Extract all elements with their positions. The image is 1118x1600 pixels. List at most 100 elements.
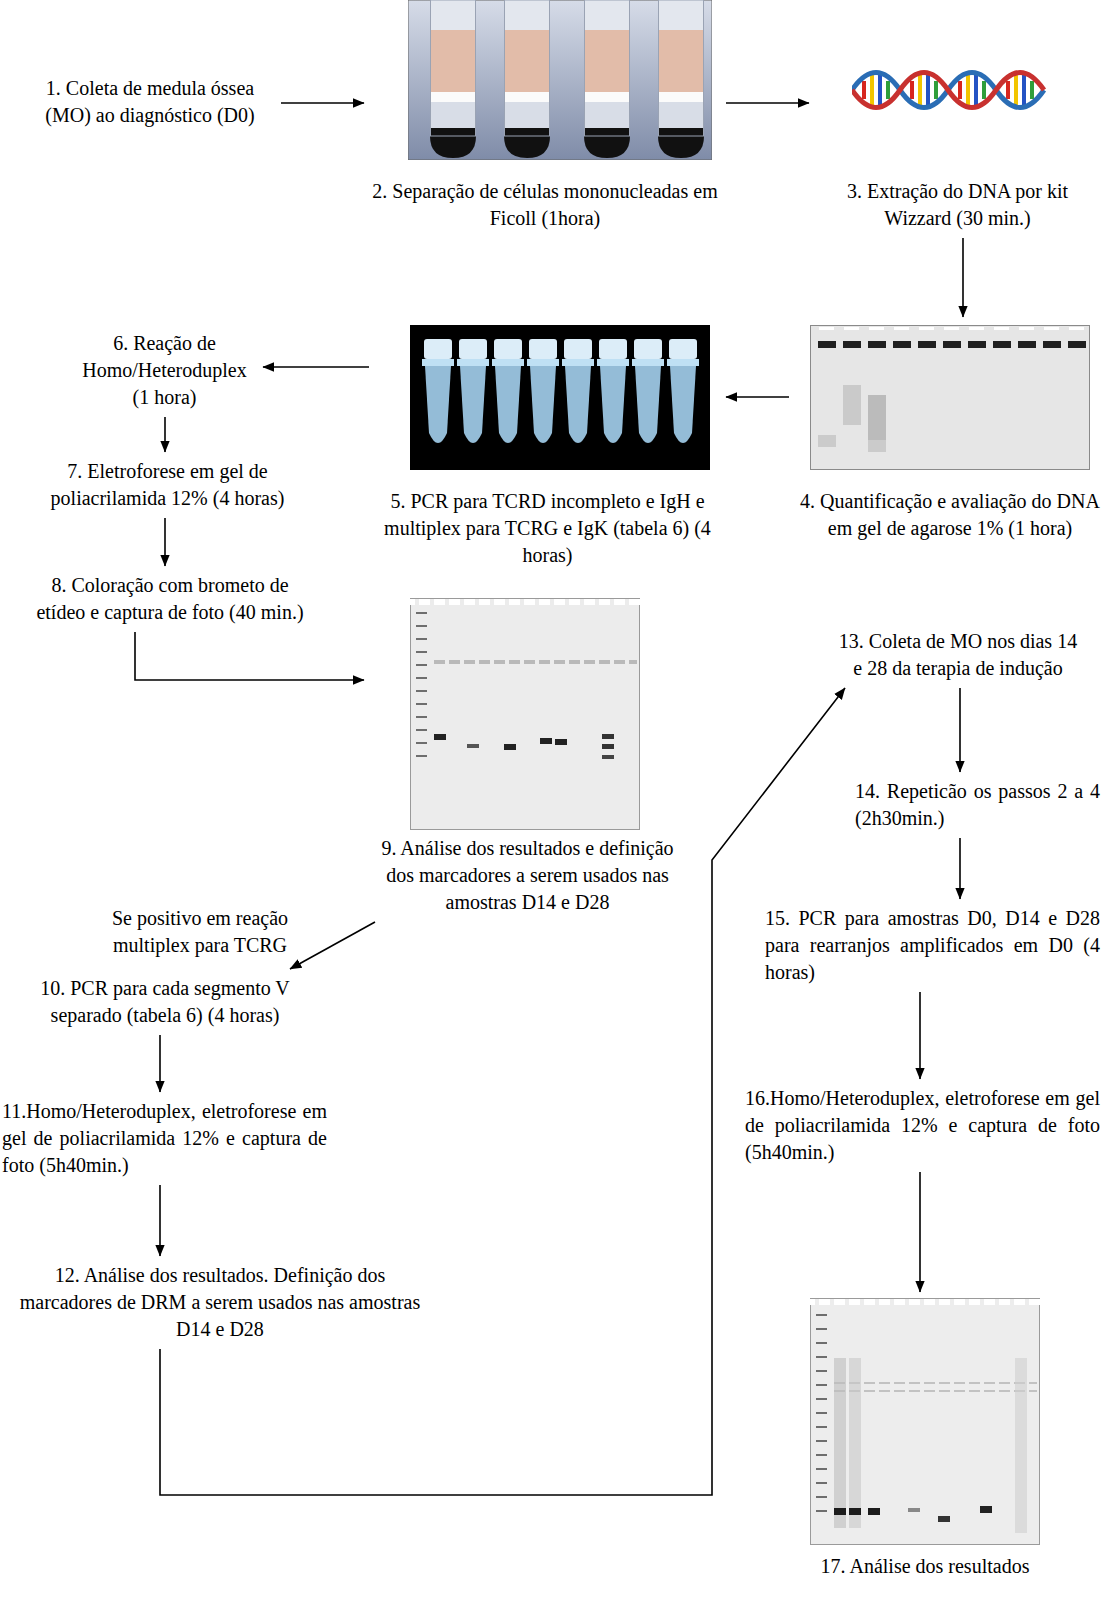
ficoll-tube	[658, 0, 704, 158]
dna-smear	[843, 385, 861, 425]
step-text: 12. Análise dos resultados. Definição do…	[15, 1262, 425, 1343]
pcr-tube	[422, 339, 454, 443]
dna-backbone	[852, 73, 1044, 108]
step-text: 9. Análise dos resultados e definição do…	[370, 835, 685, 916]
dna-smear	[868, 395, 886, 440]
dna-band	[980, 1506, 992, 1513]
dna-band	[868, 1508, 880, 1515]
pcr-tubes-photo	[410, 325, 710, 470]
dna-band	[834, 1508, 846, 1515]
flow-arrow	[159, 1035, 161, 1092]
gel-wells	[410, 598, 640, 607]
pcr-tube	[632, 339, 664, 443]
flow-arrow	[959, 838, 961, 899]
photo-background	[410, 325, 710, 470]
gel-wells	[810, 1298, 1040, 1307]
dna-band	[602, 734, 614, 739]
flow-arrow	[164, 518, 166, 566]
process-step: 16.Homo/Heteroduplex, eletroforese em ge…	[745, 1085, 1100, 1166]
gel-background	[411, 599, 640, 830]
illustrated-step: 17. Análise dos resultados	[800, 1298, 1050, 1580]
flow-arrow	[919, 992, 921, 1079]
photo-background	[408, 0, 712, 160]
illustrated-step: 2. Separação de células mononucleadas em…	[370, 0, 720, 232]
polyacrylamide-gel	[410, 598, 640, 830]
flow-arrow	[726, 102, 809, 104]
pcr-tube	[457, 339, 489, 443]
flow-arrow	[962, 238, 964, 317]
flow-arrow	[159, 1185, 161, 1256]
dna-band	[849, 1508, 861, 1515]
ficoll-tubes-photo	[408, 0, 712, 160]
process-step: 12. Análise dos resultados. Definição do…	[15, 1262, 425, 1343]
step-text: 15. PCR para amostras D0, D14 e D28 para…	[765, 905, 1100, 986]
step-text: 4. Quantificação e avaliação do DNA em g…	[795, 488, 1105, 542]
process-step: 8. Coloração com brometo de etídeo e cap…	[25, 572, 315, 626]
step-text: 17. Análise dos resultados	[800, 1553, 1050, 1580]
dna-smear	[818, 435, 836, 447]
dna-band	[434, 734, 446, 740]
dna-band	[602, 755, 614, 759]
illustrated-step: 4. Quantificação e avaliação do DNA em g…	[795, 323, 1105, 542]
dna-band	[504, 744, 516, 750]
pcr-tube	[492, 339, 524, 443]
dna-smear	[849, 1358, 861, 1528]
faint-bands	[432, 656, 637, 666]
pcr-tube	[597, 339, 629, 443]
ficoll-tube	[430, 0, 476, 158]
process-step: 10. PCR para cada segmento V separado (t…	[15, 975, 315, 1029]
dna-ladder	[410, 612, 432, 762]
step-text: 16.Homo/Heteroduplex, eletroforese em ge…	[745, 1085, 1100, 1166]
dna-smear	[868, 440, 886, 452]
process-step: 11.Homo/Heteroduplex, eletroforese em ge…	[2, 1098, 327, 1179]
dna-band	[555, 739, 567, 745]
process-step: 15. PCR para amostras D0, D14 e D28 para…	[765, 905, 1100, 986]
step-text: 1. Coleta de medula óssea (MO) ao diagnó…	[25, 75, 275, 129]
dna-band	[908, 1508, 920, 1512]
gel-background	[811, 326, 1090, 470]
illustrated-step: 9. Análise dos resultados e definição do…	[370, 598, 685, 916]
process-step: 13. Coleta de MO nos dias 14 e 28 da ter…	[838, 628, 1078, 682]
step-text: 14. Repeticão os passos 2 a 4 (2h30min.)	[855, 778, 1100, 832]
process-step: 6. Reação de Homo/Heteroduplex (1 hora)	[72, 330, 257, 411]
dna-smear	[1015, 1358, 1027, 1533]
illustrated-step: 5. PCR para TCRD incompleto e IgH e mult…	[375, 323, 720, 569]
dna-band	[938, 1516, 950, 1522]
process-step: 1. Coleta de medula óssea (MO) ao diagnó…	[25, 75, 275, 129]
base-pair	[888, 81, 1032, 99]
dna-ladder	[810, 1314, 832, 1514]
step-text: 3. Extração do DNA por kit Wizzard (30 m…	[815, 178, 1100, 232]
step-text: 5. PCR para TCRD incompleto e IgH e mult…	[375, 488, 720, 569]
process-step: 7. Eletroforese em gel de poliacrilamida…	[35, 458, 300, 512]
step-text: 2. Separação de células mononucleadas em…	[370, 178, 720, 232]
step-text: 8. Coloração com brometo de etídeo e cap…	[25, 572, 315, 626]
pcr-tube	[527, 339, 559, 443]
dna-smear	[834, 1358, 846, 1528]
step-text: 10. PCR para cada segmento V separado (t…	[15, 975, 315, 1029]
polyacrylamide-gel	[810, 1298, 1040, 1545]
photo-frame	[408, 0, 712, 160]
process-step: 14. Repeticão os passos 2 a 4 (2h30min.)	[855, 778, 1100, 832]
flow-arrow	[281, 102, 364, 104]
flow-arrow	[726, 396, 789, 398]
flow-arrow	[263, 366, 369, 368]
gel-background	[811, 1299, 1040, 1545]
pcr-tube	[562, 339, 594, 443]
illustrated-step: 3. Extração do DNA por kit Wizzard (30 m…	[815, 55, 1100, 232]
dna-backbone	[852, 73, 1044, 108]
dna-band	[467, 744, 479, 748]
flow-arrow	[959, 688, 961, 772]
pcr-tube	[667, 339, 699, 443]
ficoll-tube	[584, 0, 630, 158]
dna-helix	[852, 55, 1047, 125]
step-text: 6. Reação de Homo/Heteroduplex (1 hora)	[72, 330, 257, 411]
agarose-gel	[810, 325, 1090, 470]
edge-label: Se positivo em reação multiplex para TCR…	[95, 905, 305, 959]
step-text: 7. Eletroforese em gel de poliacrilamida…	[35, 458, 300, 512]
flow-arrow	[164, 417, 166, 452]
dna-band	[602, 744, 614, 749]
faint-bands	[832, 1382, 1037, 1392]
step-text: 11.Homo/Heteroduplex, eletroforese em ge…	[2, 1098, 327, 1179]
flow-arrow	[919, 1172, 921, 1292]
